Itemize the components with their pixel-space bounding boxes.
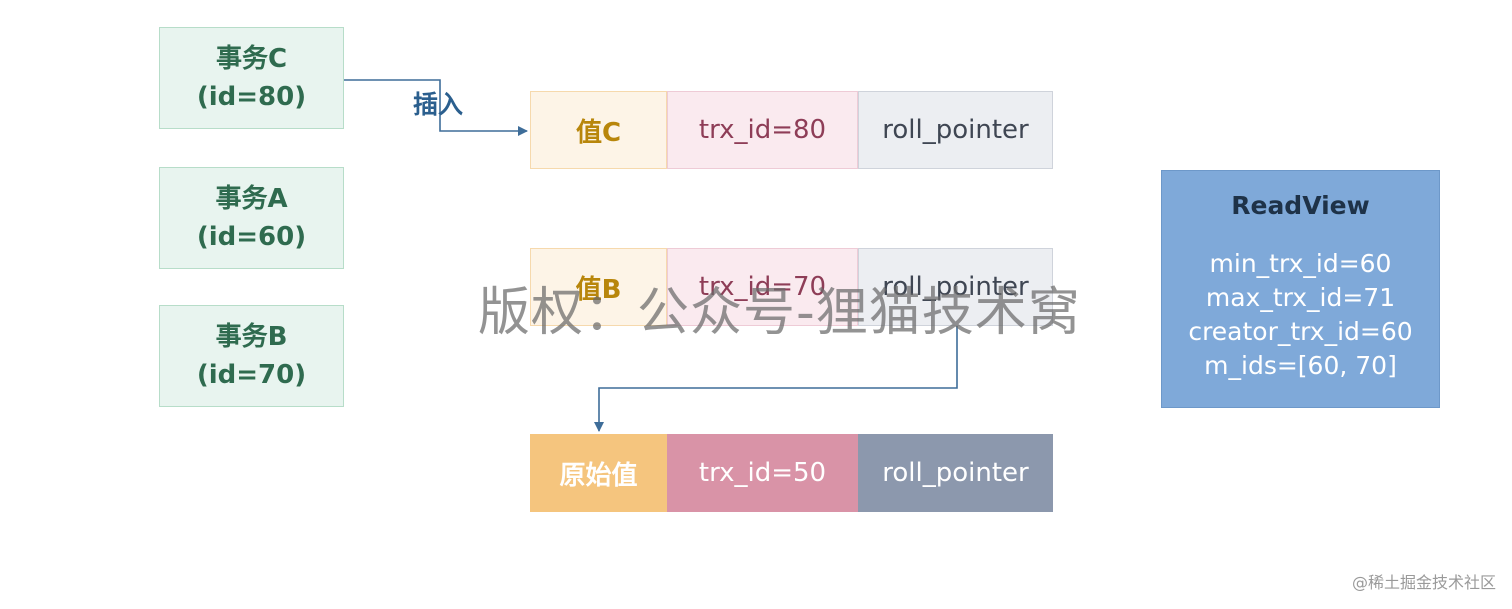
transaction-b-name: 事务B bbox=[215, 322, 288, 352]
readview-fields: min_trx_id=60 max_trx_id=71 creator_trx_… bbox=[1162, 247, 1439, 383]
record-value-cell: 值B bbox=[530, 248, 667, 326]
readview-creator-trx-id: creator_trx_id=60 bbox=[1188, 317, 1413, 346]
readview-title: ReadView bbox=[1231, 191, 1370, 220]
record-value-cell: 原始值 bbox=[530, 434, 667, 512]
record-value-cell: 值C bbox=[530, 91, 667, 169]
record-value-c: 值C trx_id=80 roll_pointer bbox=[530, 91, 1053, 169]
roll-pointer-arrow bbox=[594, 326, 958, 432]
readview-m-ids: m_ids=[60, 70] bbox=[1204, 351, 1397, 380]
transaction-b-id: (id=70) bbox=[196, 360, 307, 390]
transaction-c-name: 事务C bbox=[215, 44, 288, 74]
insert-arrow bbox=[344, 79, 528, 136]
record-roll-pointer-cell: roll_pointer bbox=[858, 248, 1053, 326]
insert-label: 插入 bbox=[413, 90, 464, 119]
record-trx-id-cell: trx_id=80 bbox=[667, 91, 858, 169]
record-trx-id-cell: trx_id=50 bbox=[667, 434, 858, 512]
transaction-c-id: (id=80) bbox=[196, 82, 307, 112]
transaction-b-box: 事务B (id=70) bbox=[159, 305, 344, 407]
record-roll-pointer-cell: roll_pointer bbox=[858, 91, 1053, 169]
transaction-a-box: 事务A (id=60) bbox=[159, 167, 344, 269]
record-value-b: 值B trx_id=70 roll_pointer bbox=[530, 248, 1053, 326]
record-trx-id-cell: trx_id=70 bbox=[667, 248, 858, 326]
readview-min-trx-id: min_trx_id=60 bbox=[1209, 249, 1392, 278]
transaction-c-box: 事务C (id=80) bbox=[159, 27, 344, 129]
record-roll-pointer-cell: roll_pointer bbox=[858, 434, 1053, 512]
readview-max-trx-id: max_trx_id=71 bbox=[1205, 283, 1396, 312]
platform-credit: @稀土掘金技术社区 bbox=[1351, 573, 1496, 592]
copyright-watermark: 版权：公众号-狸猫技术窝 bbox=[478, 283, 1081, 343]
transaction-a-name: 事务A bbox=[215, 184, 288, 214]
record-original-value: 原始值 trx_id=50 roll_pointer bbox=[530, 434, 1053, 512]
transaction-a-id: (id=60) bbox=[196, 222, 307, 252]
readview-box: ReadView min_trx_id=60 max_trx_id=71 cre… bbox=[1161, 170, 1440, 408]
